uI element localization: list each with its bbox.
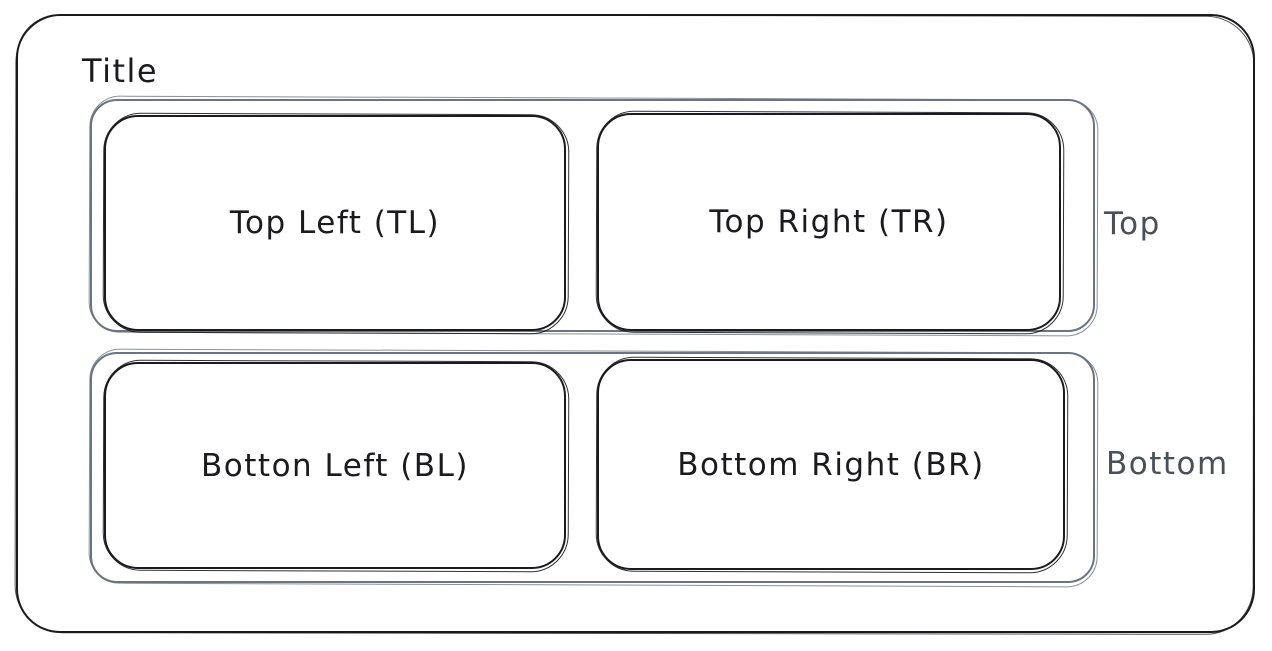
node-bottom-right: Bottom Right (BR) (597, 359, 1065, 570)
diagram-title: Title (82, 52, 159, 90)
node-bottom-right-label: Bottom Right (BR) (677, 446, 985, 483)
title-frame: Title (16, 14, 1255, 633)
node-top-left-label: Top Left (TL) (229, 205, 441, 241)
node-top-right: Top Right (TR) (597, 113, 1061, 331)
group-top-frame (90, 99, 1095, 332)
node-top-right-label: Top Right (TR) (709, 204, 949, 240)
group-top-label: Top (1104, 206, 1161, 242)
node-top-left: Top Left (TL) (104, 115, 566, 331)
group-bottom-label: Bottom (1106, 446, 1229, 482)
node-bottom-left: Botton Left (BL) (104, 362, 566, 569)
group-bottom-frame (90, 352, 1095, 583)
node-bottom-left-label: Botton Left (BL) (201, 447, 469, 484)
